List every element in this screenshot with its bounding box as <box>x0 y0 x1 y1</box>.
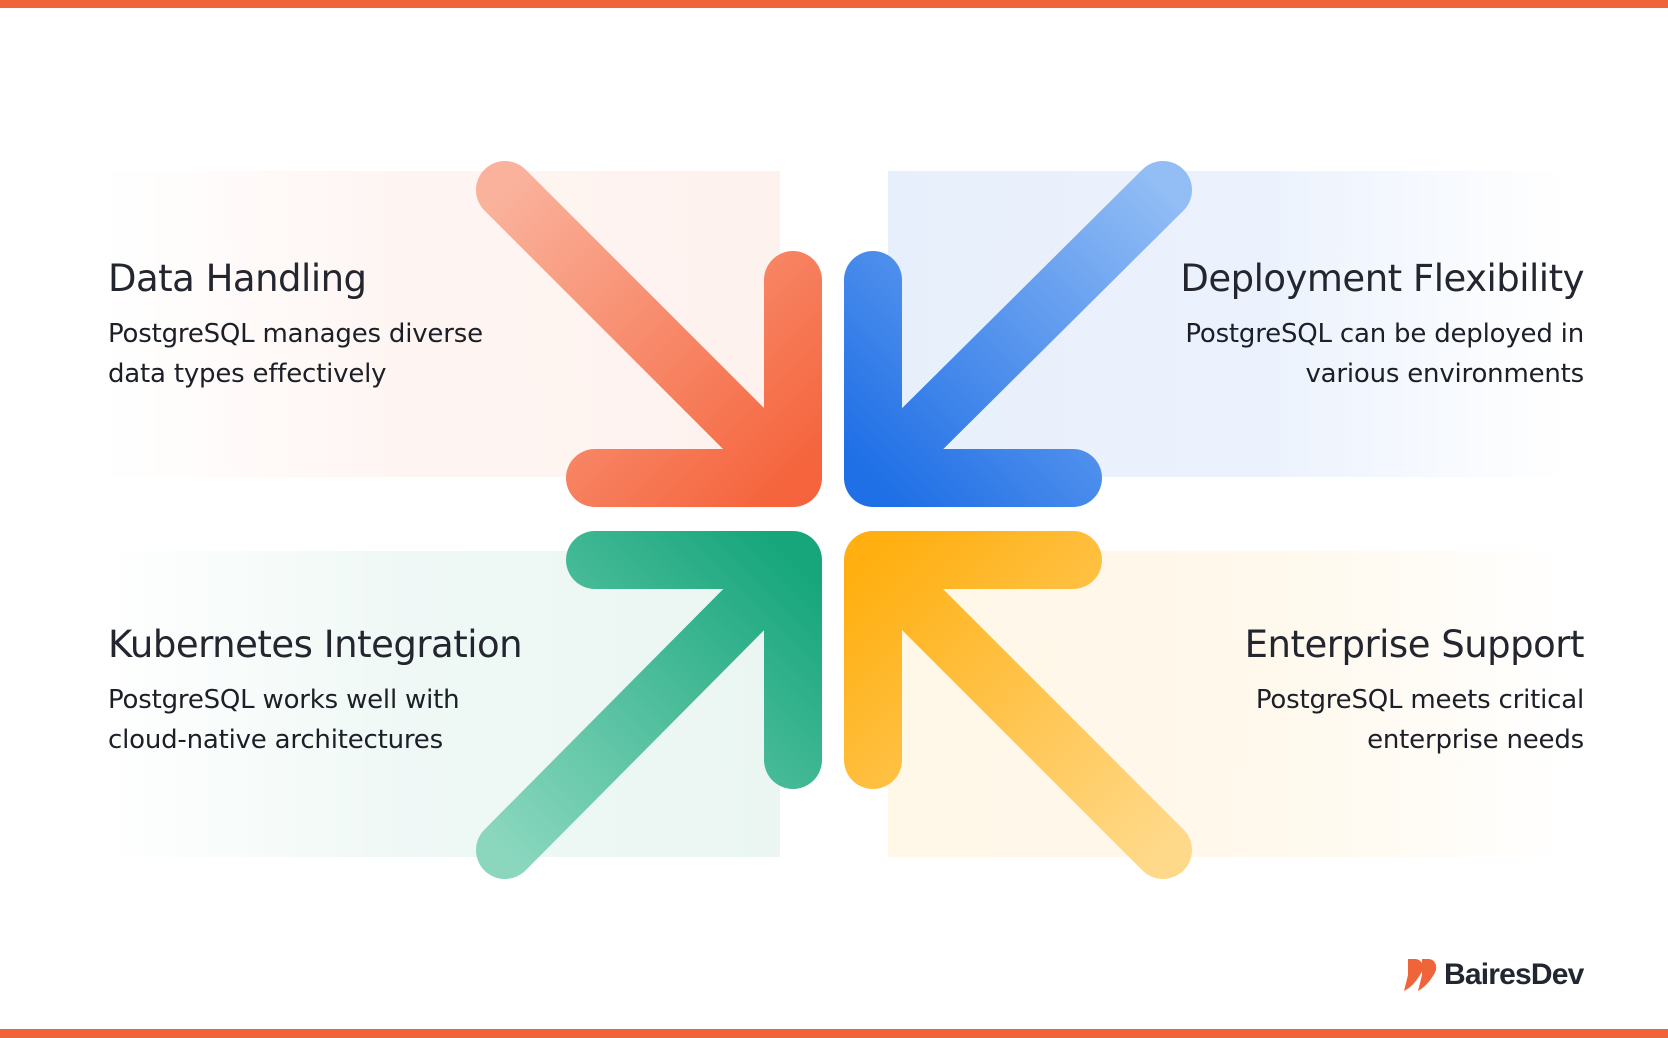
bairesdev-logo-icon <box>1404 959 1437 991</box>
arrow-enterprise-support <box>844 531 1192 879</box>
data-handling-description: PostgreSQL manages diverse data types ef… <box>108 314 628 394</box>
deployment-flexibility-line-2: various environments <box>1305 359 1584 389</box>
enterprise-support-description: PostgreSQL meets critical enterprise nee… <box>1064 680 1584 760</box>
data-handling-line-2: data types effectively <box>108 359 387 389</box>
deployment-flexibility-line-1: PostgreSQL can be deployed in <box>1185 319 1584 349</box>
arrow-kubernetes-integration <box>476 531 822 879</box>
arrow-data-handling <box>476 161 822 507</box>
bottom-accent-bar <box>0 1029 1668 1038</box>
kubernetes-integration-title: Kubernetes Integration <box>108 623 523 666</box>
deployment-flexibility-description: PostgreSQL can be deployed in various en… <box>1064 314 1584 394</box>
kubernetes-integration-line-1: PostgreSQL works well with <box>108 685 460 715</box>
enterprise-support-line-2: enterprise needs <box>1367 725 1584 755</box>
kubernetes-integration-line-2: cloud-native architectures <box>108 725 443 755</box>
kubernetes-integration-block: Kubernetes Integration PostgreSQL works … <box>108 622 628 760</box>
data-handling-block: Data Handling PostgreSQL manages diverse… <box>108 256 628 394</box>
data-handling-title: Data Handling <box>108 257 367 300</box>
kubernetes-integration-description: PostgreSQL works well with cloud-native … <box>108 680 628 760</box>
enterprise-support-title: Enterprise Support <box>1244 623 1585 666</box>
bairesdev-logo: BairesDev <box>1404 958 1584 992</box>
enterprise-support-block: Enterprise Support PostgreSQL meets crit… <box>1064 622 1585 760</box>
data-handling-line-1: PostgreSQL manages diverse <box>108 319 483 349</box>
deployment-flexibility-title: Deployment Flexibility <box>1180 257 1584 300</box>
bairesdev-logo-text: BairesDev <box>1444 958 1584 991</box>
top-accent-bar <box>0 0 1668 8</box>
deployment-flexibility-block: Deployment Flexibility PostgreSQL can be… <box>1064 256 1584 394</box>
arrow-deployment-flexibility <box>844 161 1192 507</box>
enterprise-support-line-1: PostgreSQL meets critical <box>1255 685 1584 715</box>
